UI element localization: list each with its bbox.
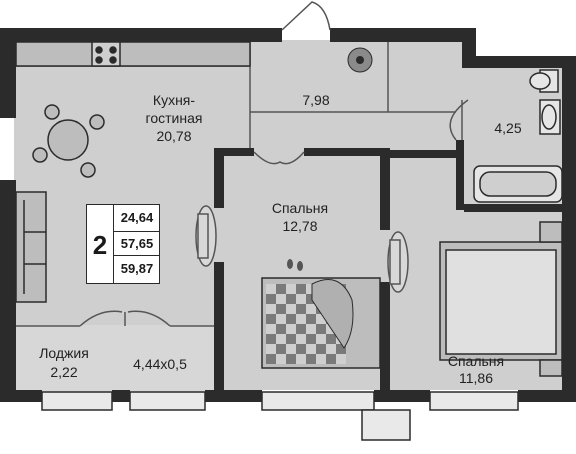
kitchen-label-line1: Кухня- [152,92,196,108]
kitchen-label-line2: гостиная [145,110,203,126]
bed-2 [439,221,563,377]
loggia-size: 4,44x0,5 [133,356,187,372]
kitchen-counter [15,41,251,67]
dining-table [32,104,105,178]
walls [0,28,576,402]
area-values: 24,64 57,65 59,87 [113,205,160,283]
loggia-area: 2,22 [50,364,78,380]
living-area-value: 24,64 [120,210,154,225]
hall-area: 7,98 [302,92,330,108]
rooms-count: 2 [92,229,108,260]
bath-fixtures [473,69,563,203]
kitchen-area: 20,78 [156,128,192,144]
plant [347,47,373,73]
bedroom1-area: 12,78 [282,218,318,234]
area-summary-box: 2 24,64 57,65 59,87 [86,204,160,284]
sofa [15,191,47,303]
bedroom2-area: 11,86 [459,370,493,386]
loggia-label: Лоджия [39,345,89,361]
total-area-value: 57,65 [114,231,160,256]
wardrobes [195,205,409,293]
total-with-balcony-value: 59,87 [120,261,154,276]
bedroom1-label: Спальня [271,200,329,216]
bath-area: 4,25 [494,120,522,136]
bed-1 [261,259,381,369]
bedroom2-label: Спальня [447,353,505,369]
